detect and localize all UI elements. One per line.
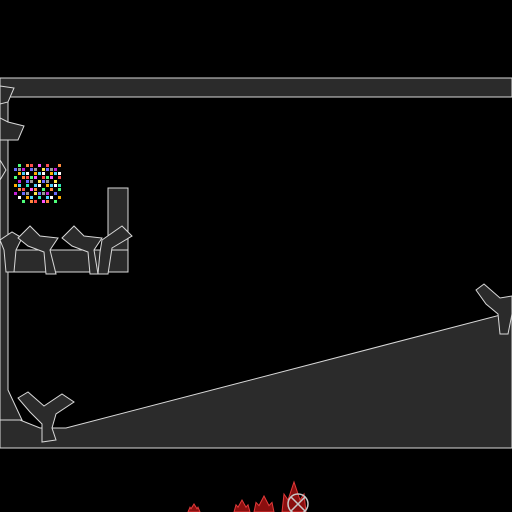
critter-pixel xyxy=(30,200,33,203)
critter-pixel xyxy=(38,196,41,199)
critter-pixel xyxy=(54,192,57,195)
critter-pixel xyxy=(26,164,29,167)
critter-pixel xyxy=(38,172,41,175)
critter-pixel xyxy=(22,188,25,191)
tri-claw-right xyxy=(475,283,512,335)
critter-pixel xyxy=(18,164,21,167)
critter-pixel xyxy=(54,184,57,187)
critter-pixel xyxy=(22,176,25,179)
critter-pixel xyxy=(50,172,53,175)
critter-pixel xyxy=(50,168,53,171)
critter-pixel xyxy=(34,192,37,195)
tri-claw-1 xyxy=(0,231,23,273)
critter-pixel xyxy=(18,196,21,199)
critter-pixel xyxy=(34,184,37,187)
critter-pixel xyxy=(22,192,25,195)
critter-pixel xyxy=(54,180,57,183)
circled-x-icon[interactable] xyxy=(287,493,309,512)
critter-pixel xyxy=(34,188,37,191)
critter-pixel xyxy=(38,192,41,195)
critter-pixel xyxy=(58,164,61,167)
critter-pixel xyxy=(46,196,49,199)
critter-pixel xyxy=(34,200,37,203)
critter-pixel xyxy=(26,176,29,179)
critter-pixel xyxy=(14,184,17,187)
ceiling-wall xyxy=(0,77,512,98)
critter-pixel xyxy=(54,172,57,175)
critter-pixel xyxy=(26,184,29,187)
critter-pixel xyxy=(42,176,45,179)
critter-pixel xyxy=(34,176,37,179)
critter-pixel xyxy=(58,176,61,179)
critter-pixel xyxy=(14,192,17,195)
critter-pixel xyxy=(46,168,49,171)
critter-pixel xyxy=(14,176,17,179)
critter-pixel xyxy=(46,200,49,203)
critter-pixel xyxy=(42,168,45,171)
critter-pixel xyxy=(34,172,37,175)
critter-pixel xyxy=(26,180,29,183)
critter-pixel xyxy=(46,180,49,183)
critter-pixel xyxy=(30,168,33,171)
critter-pixel xyxy=(58,184,61,187)
triple-spike-icon xyxy=(187,503,201,512)
critter-pixel xyxy=(38,184,41,187)
critter-pixel xyxy=(42,172,45,175)
critter-pixel xyxy=(18,180,21,183)
critter-pixel xyxy=(30,196,33,199)
tri-claw-2 xyxy=(17,225,59,275)
critter-pixel xyxy=(50,196,53,199)
critter-pixel xyxy=(18,172,21,175)
critter-pixel xyxy=(54,200,57,203)
pixel-critter-swarm-icon[interactable] xyxy=(14,164,61,203)
critter-pixel xyxy=(46,192,49,195)
critter-pixel xyxy=(42,192,45,195)
critter-pixel xyxy=(26,196,29,199)
critter-pixel xyxy=(22,200,25,203)
critter-pixel xyxy=(46,164,49,167)
critter-pixel xyxy=(58,172,61,175)
critter-pixel xyxy=(46,176,49,179)
tri-claw-floor xyxy=(17,391,75,443)
critter-pixel xyxy=(30,188,33,191)
critter-pixel xyxy=(34,168,37,171)
critter-pixel xyxy=(58,188,61,191)
critter-pixel xyxy=(58,196,61,199)
critter-pixel xyxy=(14,168,17,171)
critter-pixel xyxy=(26,172,29,175)
critter-pixel xyxy=(50,188,53,191)
critter-pixel xyxy=(30,180,33,183)
critter-pixel xyxy=(38,164,41,167)
critter-pixel xyxy=(42,180,45,183)
critter-pixel xyxy=(30,176,33,179)
triple-spike-icon xyxy=(253,494,275,512)
critter-pixel xyxy=(18,184,21,187)
sloped-floor xyxy=(0,311,512,449)
triple-spike-icon xyxy=(233,498,251,512)
critter-pixel xyxy=(42,200,45,203)
critter-pixel xyxy=(54,168,57,171)
critter-pixel xyxy=(46,184,49,187)
critter-pixel xyxy=(18,168,21,171)
critter-pixel xyxy=(50,176,53,179)
wall-spike-top xyxy=(0,85,25,181)
critter-pixel xyxy=(50,184,53,187)
critter-pixel xyxy=(18,188,21,191)
critter-pixel xyxy=(22,172,25,175)
critter-pixel xyxy=(26,192,29,195)
tri-claw-3 xyxy=(61,225,103,275)
critter-pixel xyxy=(22,168,25,171)
tri-claw-4 xyxy=(97,225,133,275)
critter-pixel xyxy=(38,180,41,183)
critter-pixel xyxy=(42,188,45,191)
critter-pixel xyxy=(30,164,33,167)
